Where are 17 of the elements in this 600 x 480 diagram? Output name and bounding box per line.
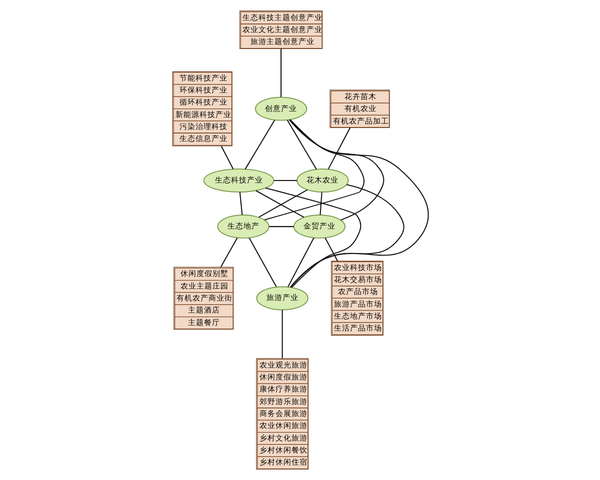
connector: [244, 120, 275, 170]
connector: [287, 238, 314, 288]
connector: [264, 187, 361, 288]
connector: [268, 226, 294, 228]
connector: [274, 180, 296, 181]
connector: [324, 238, 338, 262]
connector: [220, 146, 234, 170]
connector: [220, 238, 238, 268]
connector: [264, 119, 364, 220]
connector: [288, 119, 384, 221]
connector: [319, 192, 322, 216]
connector: [238, 192, 242, 216]
connector: [327, 128, 350, 170]
connector: [280, 48, 282, 98]
connector: [286, 120, 316, 170]
connector: [281, 310, 282, 358]
connector: [248, 238, 276, 288]
